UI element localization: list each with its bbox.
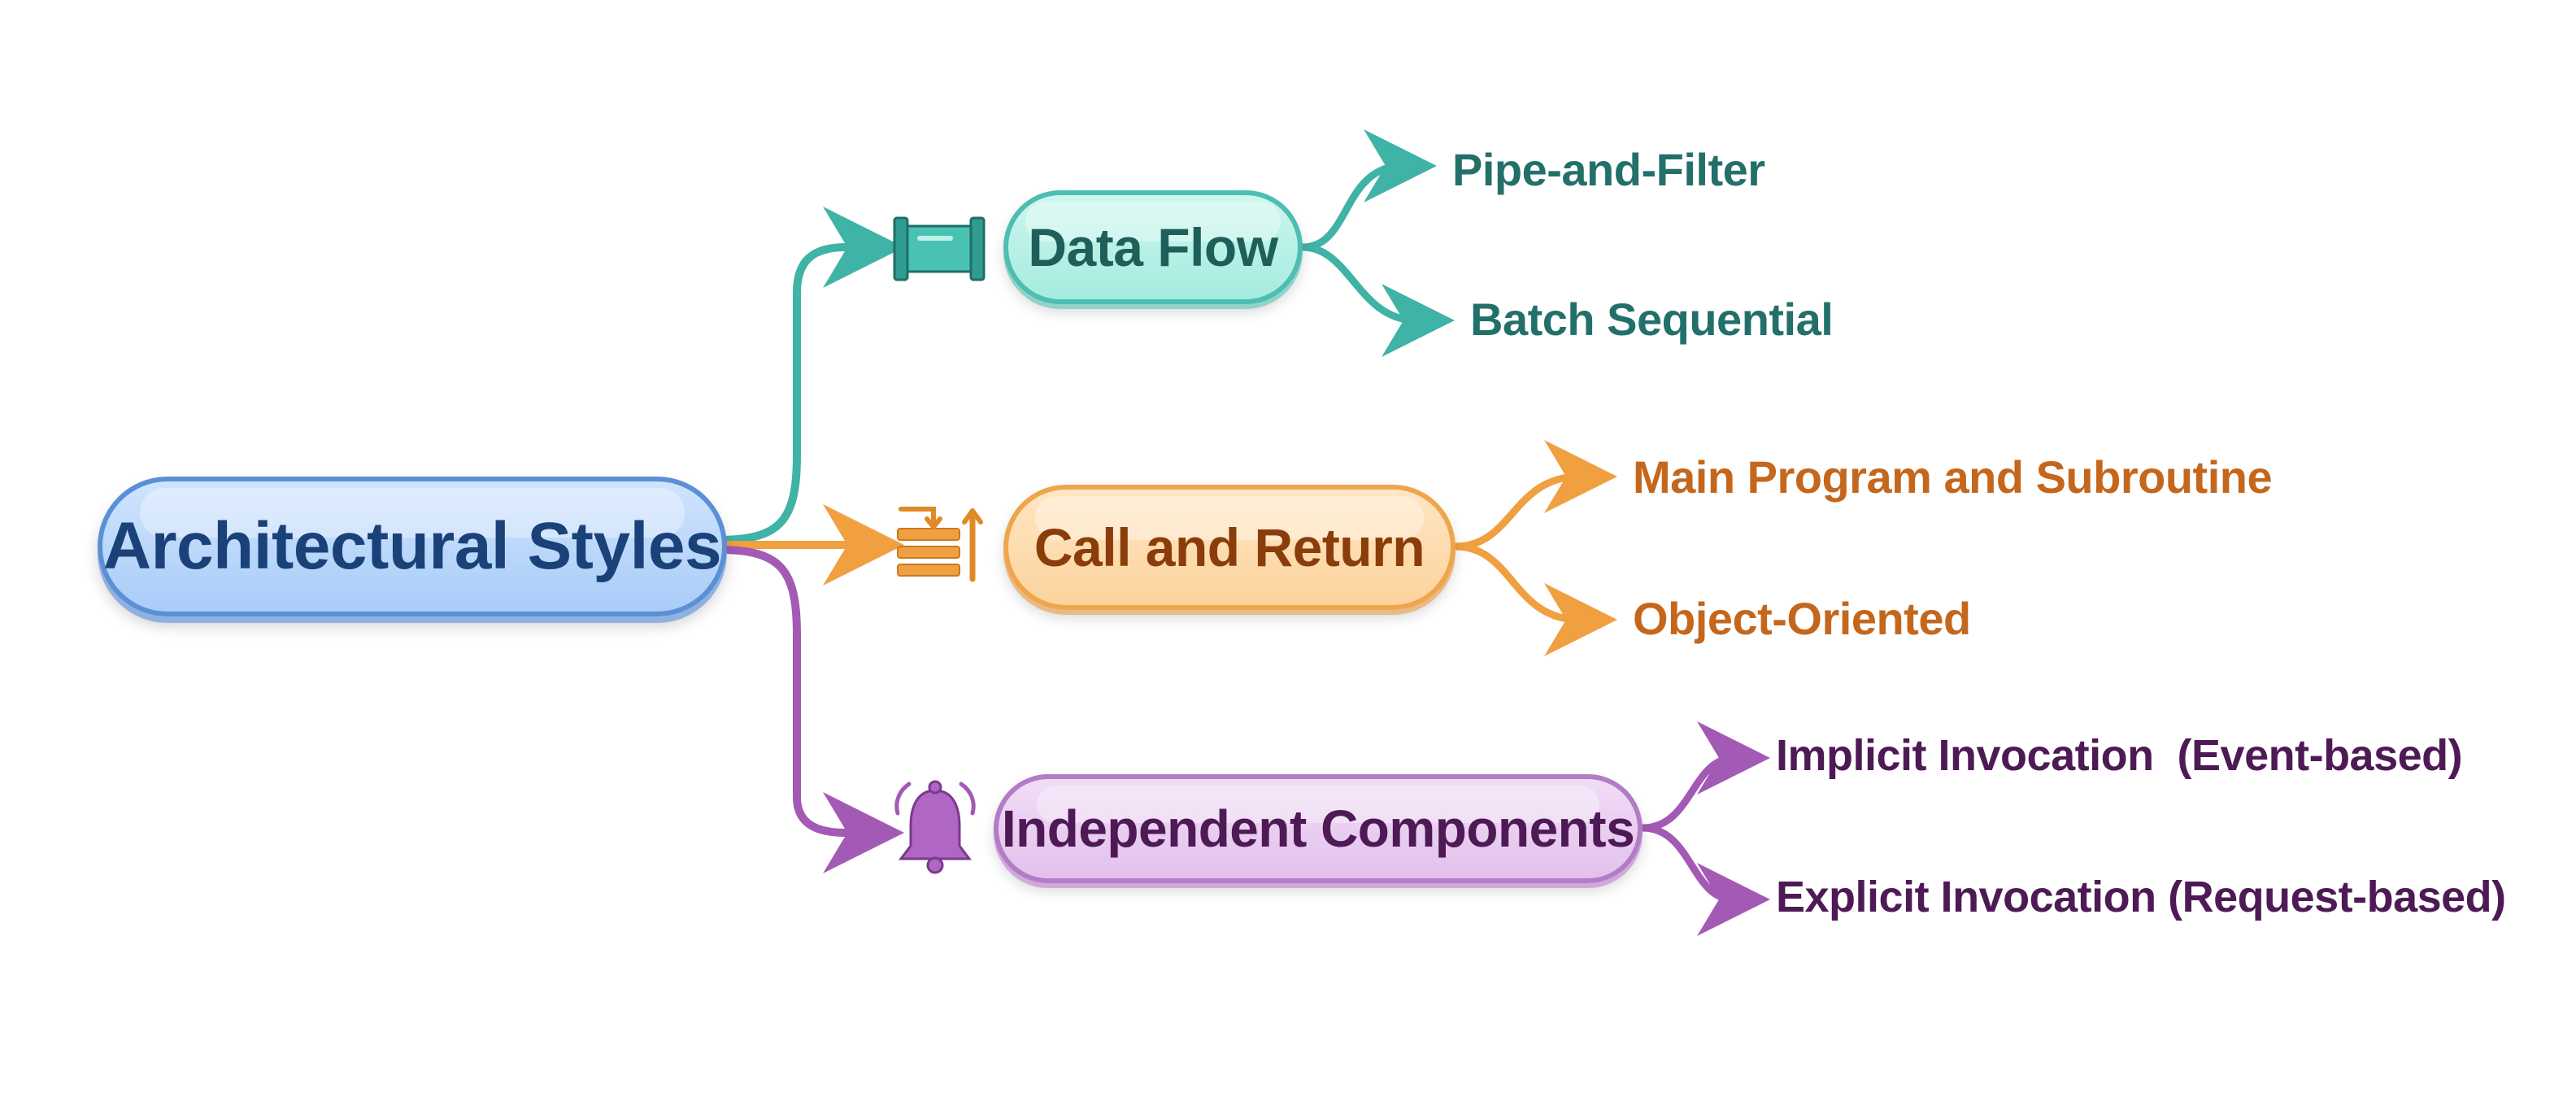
branch-node-label: Data Flow bbox=[1028, 217, 1278, 277]
branch-node-label: Independent Components bbox=[1001, 799, 1635, 858]
leaf-object-oriented: Object-Oriented bbox=[1633, 593, 1971, 644]
bell-icon bbox=[894, 780, 976, 874]
branch-node-independent-components: Independent Components bbox=[994, 774, 1643, 883]
branch-node-call-and-return: Call and Return bbox=[1003, 485, 1456, 610]
call-stack-icon bbox=[897, 507, 983, 582]
leaf-explicit-invocation: Explicit Invocation (Request-based) bbox=[1776, 873, 2506, 921]
connector-root-data-flow bbox=[715, 207, 904, 544]
leaf-main-program-and-subroutine: Main Program and Subroutine bbox=[1633, 451, 2273, 503]
branch-node-label: Call and Return bbox=[1033, 517, 1425, 577]
leaf-pipe-and-filter: Pipe-and-Filter bbox=[1452, 144, 1765, 195]
root-node: Architectural Styles bbox=[98, 477, 727, 616]
leaf-implicit-invocation: Implicit Invocation (Event-based) bbox=[1776, 731, 2463, 780]
leaf-batch-sequential: Batch Sequential bbox=[1470, 294, 1834, 345]
connector-data-flow-batch bbox=[1299, 243, 1455, 357]
connector-root-independent bbox=[715, 546, 904, 873]
connector-data-flow-pipe bbox=[1299, 129, 1437, 251]
connector-call-return-oo bbox=[1451, 542, 1617, 656]
pipe-icon bbox=[893, 216, 986, 281]
connector-independent-implicit bbox=[1638, 721, 1770, 832]
connector-independent-explicit bbox=[1638, 824, 1770, 936]
branch-node-data-flow: Data Flow bbox=[1003, 190, 1303, 304]
connector-call-return-main bbox=[1451, 440, 1617, 551]
root-node-label: Architectural Styles bbox=[102, 509, 722, 583]
